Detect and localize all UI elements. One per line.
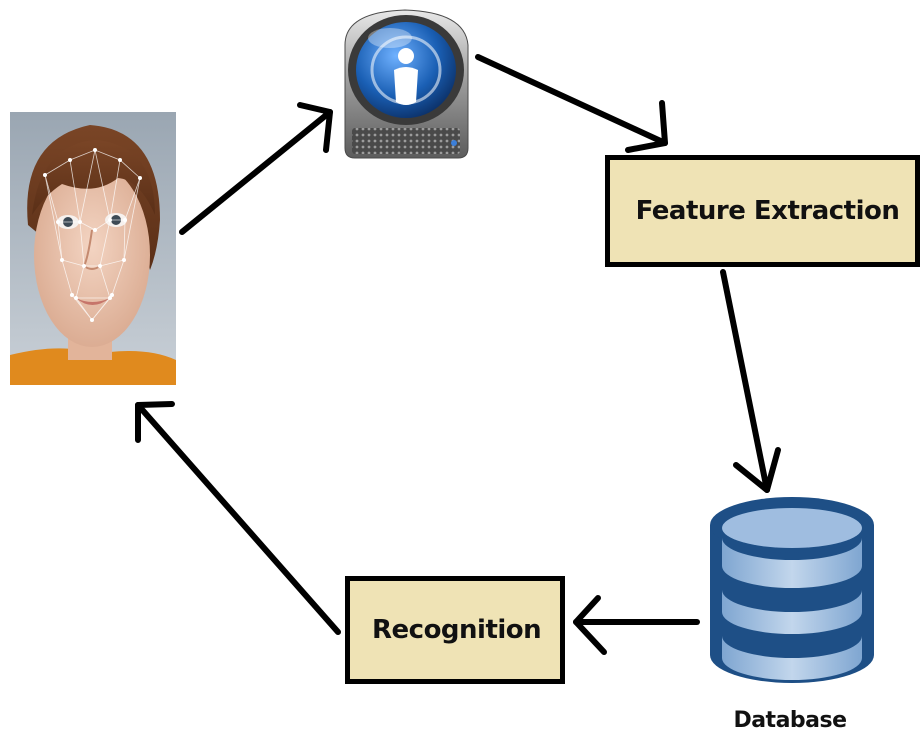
recognition-label: Recognition [372,615,542,645]
arrow-feature-extraction-to-database [720,269,781,493]
database-cylinder-icon [710,497,874,683]
feature-extraction-label: Feature Extraction [635,196,900,226]
recognition-box: Recognition [345,576,565,684]
database-label: Database [733,708,847,733]
feature-extraction-box: Feature Extraction [605,155,920,267]
arrow-device-to-feature-extraction [475,54,668,153]
arrow-database-to-recognition [573,595,700,655]
arrow-recognition-to-photo [135,401,341,635]
camera-device-icon [344,9,469,159]
face-photo-icon [10,112,176,385]
arrow-photo-to-device [179,102,333,235]
